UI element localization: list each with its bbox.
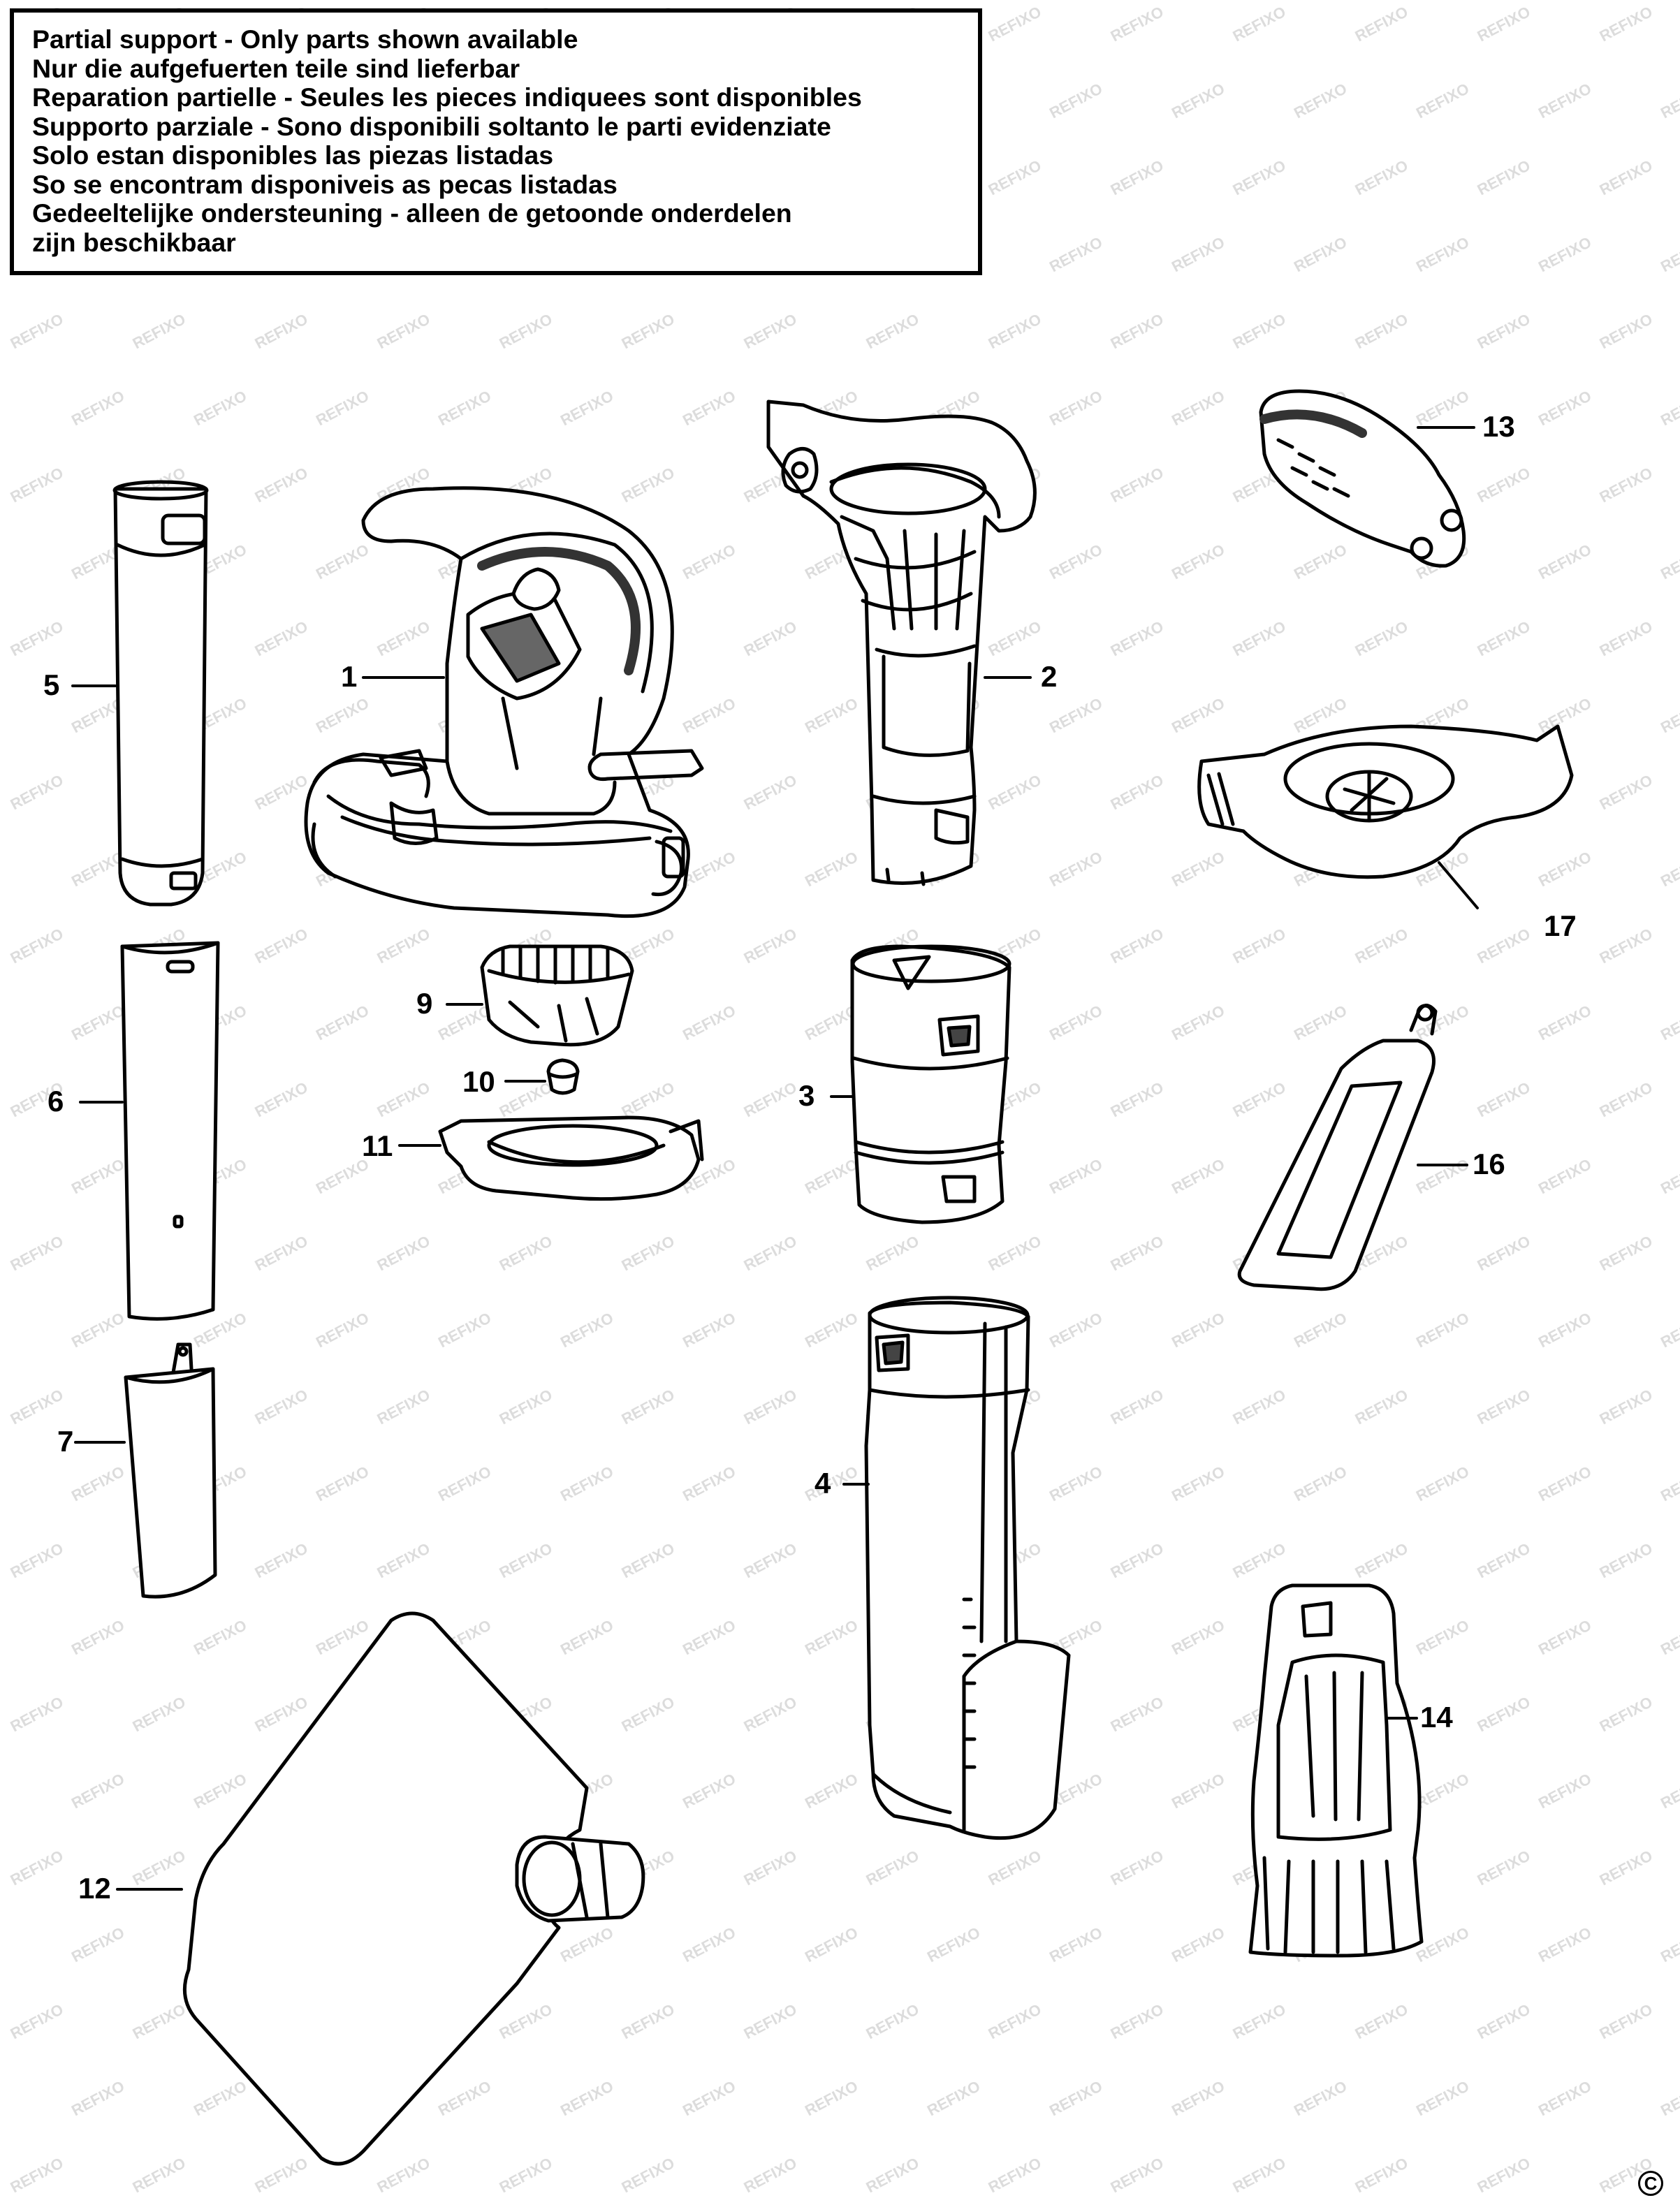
part-14-rake bbox=[1248, 1583, 1424, 1958]
part-16-strap-pad bbox=[1237, 1004, 1438, 1291]
part-11-housing-plate bbox=[438, 1115, 704, 1201]
callout-11: 11 bbox=[362, 1129, 393, 1162]
part-17-collar bbox=[1197, 724, 1574, 879]
part-13-strap-handle bbox=[1259, 389, 1466, 568]
part-5-upper-tube bbox=[112, 480, 209, 907]
callout-2: 2 bbox=[1041, 660, 1058, 693]
notice-line-nl: Gedeeltelijke ondersteuning - alleen de … bbox=[32, 198, 792, 228]
part-3-coupler bbox=[850, 944, 1011, 1224]
part-12-collection-bag bbox=[182, 1611, 645, 2166]
callout-5: 5 bbox=[43, 668, 60, 701]
copyright-icon: C bbox=[1638, 2171, 1663, 2196]
callout-6: 6 bbox=[48, 1085, 64, 1118]
notice-line-pt: So se encontram disponiveis as pecas lis… bbox=[32, 169, 618, 199]
part-2-inlet-tube bbox=[766, 400, 1037, 886]
callout-14: 14 bbox=[1420, 1701, 1453, 1734]
callout-1: 1 bbox=[341, 660, 358, 693]
part-6-middle-tube bbox=[120, 941, 220, 1321]
callout-3: 3 bbox=[798, 1079, 815, 1112]
callout-10: 10 bbox=[462, 1065, 495, 1098]
leader-lines bbox=[71, 426, 1479, 1891]
callout-13: 13 bbox=[1482, 410, 1515, 443]
callout-16: 16 bbox=[1473, 1148, 1505, 1180]
callout-9: 9 bbox=[416, 987, 433, 1020]
availability-notice: Partial support - Only parts shown avail… bbox=[10, 8, 982, 275]
callout-7: 7 bbox=[57, 1425, 74, 1458]
part-4-collection-tube bbox=[864, 1296, 1071, 1840]
notice-line-de: Nur die aufgefuerten teile sind lieferba… bbox=[32, 53, 520, 83]
part-7-nozzle bbox=[124, 1342, 217, 1599]
notice-line-en: Partial support - Only parts shown avail… bbox=[32, 24, 578, 54]
part-1-motor-body bbox=[304, 486, 704, 918]
part-10-cap bbox=[546, 1058, 580, 1095]
part-9-fan bbox=[480, 944, 634, 1047]
callout-17: 17 bbox=[1544, 909, 1577, 942]
notice-line-fr: Reparation partielle - Seules les pieces… bbox=[32, 82, 862, 112]
callout-4: 4 bbox=[815, 1467, 831, 1500]
notice-line-es: Solo estan disponibles las piezas listad… bbox=[32, 140, 554, 170]
notice-line-it: Supporto parziale - Sono disponibili sol… bbox=[32, 111, 831, 141]
callout-12: 12 bbox=[78, 1872, 111, 1905]
notice-line-nl-cont: zijn beschikbaar bbox=[32, 227, 236, 257]
